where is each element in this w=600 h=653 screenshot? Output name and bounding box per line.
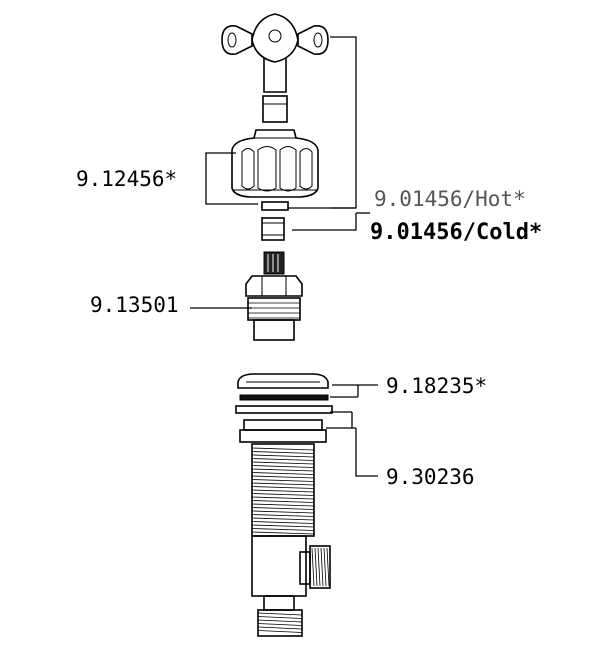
adaptor	[261, 217, 285, 241]
leader-lines	[190, 36, 378, 477]
label-cap: 9.18235*	[386, 374, 487, 398]
valve-body	[239, 419, 331, 637]
cross-handle	[221, 13, 329, 123]
cartridge	[245, 251, 303, 341]
label-handle: 9.12456*	[76, 167, 177, 191]
label-cartridge: 9.13501	[90, 293, 179, 317]
label-hot: 9.01456/Hot*	[374, 187, 526, 211]
flange-cap	[235, 373, 333, 414]
washer	[261, 201, 289, 211]
fluted-bell	[231, 129, 319, 198]
label-body: 9.30236	[386, 465, 475, 489]
label-cold: 9.01456/Cold*	[370, 220, 542, 245]
